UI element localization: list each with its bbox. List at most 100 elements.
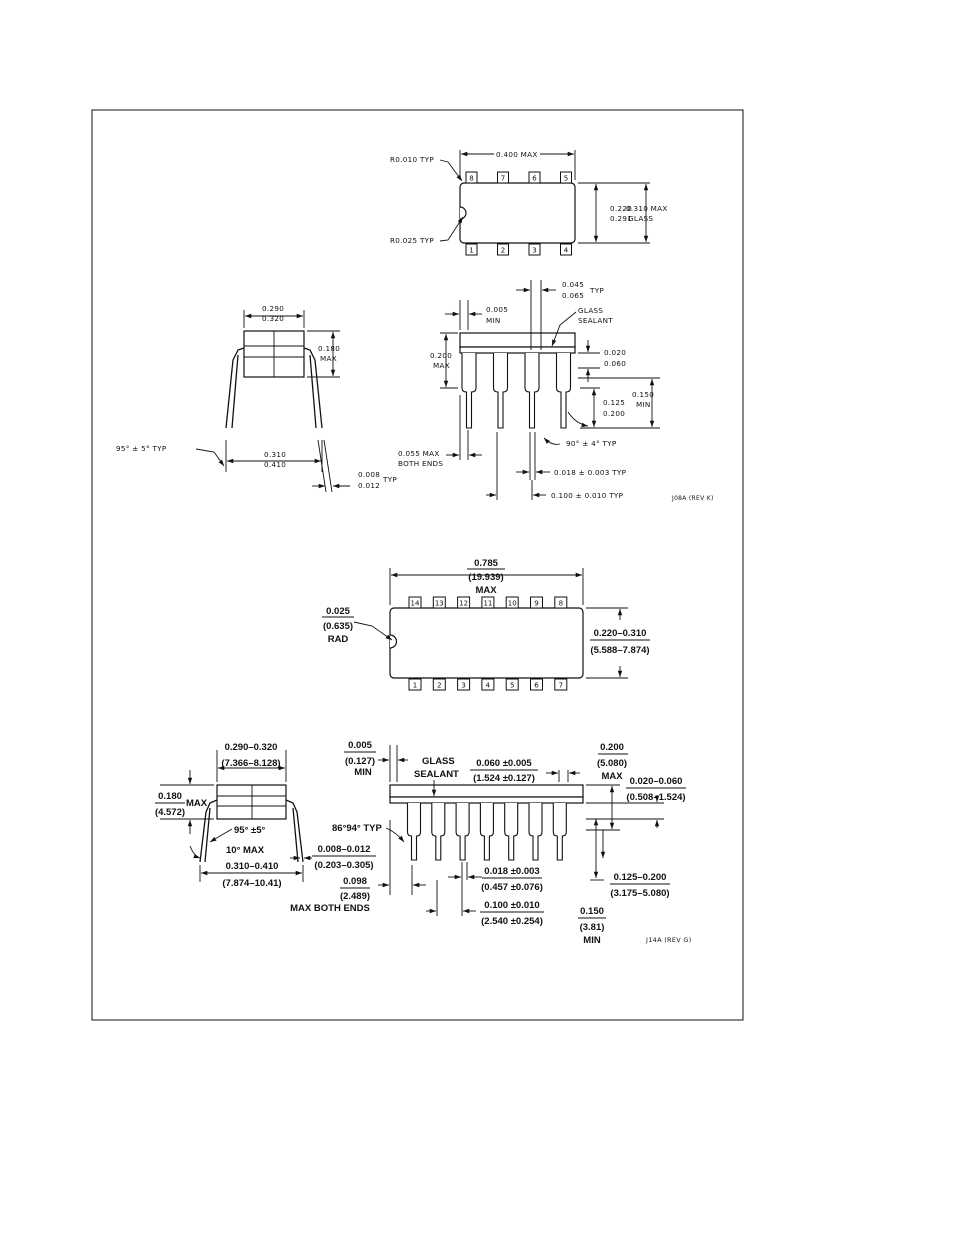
- dim-height-max-note: GLASS: [628, 214, 653, 223]
- dim-end-spread-a: 0.310: [264, 450, 286, 459]
- j14a-end-view: 0.290–0.320 (7.366–8.128) 0.180 (4.572) …: [155, 742, 376, 889]
- j08a-end-view: 0.290 0.320 0.180 MAX 95° ± 5° TYP 0.310…: [116, 304, 397, 493]
- dim-end-height-a: 0.180: [318, 344, 340, 353]
- dim-s14-offset-b: (0.127): [345, 756, 375, 767]
- dim-s14-lead-pitch-a: 0.100 ±0.010: [484, 900, 539, 911]
- dim-lead-width: 0.018 ± 0.003 TYP: [554, 468, 627, 477]
- lead: [555, 353, 572, 429]
- dim-seat-b: MIN: [636, 400, 651, 409]
- j14a-body-outline: [389, 607, 584, 679]
- dim-lead-angle: 90° ± 4° TYP: [566, 439, 617, 448]
- pin-box: [465, 171, 478, 184]
- pin-box: [560, 243, 572, 256]
- dim-standoff-b: 0.060: [604, 359, 626, 368]
- dim-end14-thk-b: (0.203–0.305): [314, 860, 373, 871]
- dim-s14-lead-len-b: (3.175–5.080): [610, 888, 669, 899]
- pin-box: [554, 678, 568, 691]
- pin-number: 3: [532, 247, 536, 255]
- pin-box: [505, 596, 519, 609]
- pin-number: 12: [459, 600, 468, 608]
- dim-s14-sealant-a: GLASS: [422, 756, 455, 767]
- lead: [461, 353, 477, 429]
- pin-box: [432, 596, 446, 609]
- pin-box: [560, 171, 572, 184]
- dim-width-b: (5.588–7.874): [590, 645, 649, 656]
- dim-s14-lead-pitch-b: (2.540 ±0.254): [481, 916, 543, 927]
- pin-number: 5: [564, 175, 568, 183]
- dim-s14-offset-c: MIN: [354, 767, 372, 778]
- lead: [406, 803, 422, 861]
- pin-box: [505, 678, 519, 691]
- dim-end14-spread-a: 0.310–0.410: [226, 861, 279, 872]
- pin-box: [554, 596, 568, 609]
- pin-box: [530, 678, 543, 691]
- pin-box: [408, 596, 422, 609]
- dim-s14-end-a: 0.098: [343, 876, 367, 887]
- dim-height-b: 0.291: [610, 214, 632, 223]
- dim-offset-b: MIN: [486, 316, 501, 325]
- lead: [431, 803, 446, 861]
- dim-sealant-b: SEALANT: [578, 316, 613, 325]
- dim-len-b: (19.939): [468, 572, 503, 583]
- dim-len-a: 0.785: [474, 558, 498, 569]
- lead: [479, 803, 494, 861]
- dim-s14-end-b: (2.489): [340, 891, 370, 902]
- dim-offset-a: 0.005: [486, 305, 508, 314]
- dim-height-max: 0.310 MAX: [626, 204, 668, 213]
- dim-end-spread-b: 0.410: [264, 460, 286, 469]
- dim-end14-angle: 95° ±5°: [234, 825, 266, 836]
- dim-end-width-b: 0.320: [262, 314, 284, 323]
- pin-box: [457, 678, 471, 691]
- dim-end-width-a: 0.290: [262, 304, 284, 313]
- pin-number: 6: [534, 682, 539, 690]
- dim-standoff-a: 0.020: [604, 348, 626, 357]
- lead: [504, 803, 519, 861]
- pin-number: 1: [413, 682, 417, 690]
- dim-s14-standoff-a: 0.020–0.060: [630, 776, 683, 787]
- lead: [455, 803, 470, 861]
- dim-s14-seat-a: 0.150: [580, 906, 604, 917]
- dim-corner-radius: R0.010 TYP: [390, 155, 434, 164]
- revision-j08a: J08A (REV K): [671, 495, 714, 502]
- dim-s14-lead-w-b: (0.457 ±0.076): [481, 882, 543, 893]
- dim-s14-height-b: (5.080): [597, 758, 627, 769]
- dim-s14-seat-c: MIN: [583, 935, 601, 946]
- dim-width-a: 0.220–0.310: [594, 628, 647, 639]
- pin-box: [497, 171, 509, 184]
- dim-lead-pitch: 0.100 ± 0.010 TYP: [551, 491, 624, 500]
- dim-end-angle: 95° ± 5° TYP: [116, 444, 167, 453]
- lead: [552, 803, 567, 861]
- pin-number: 7: [559, 682, 563, 690]
- dim-seat-a: 0.150: [632, 390, 654, 399]
- dim-end-a: 0.055 MAX: [398, 449, 440, 458]
- pin-box: [465, 243, 478, 256]
- dim-s14-standoff-b: (0.508–1.524): [626, 792, 685, 803]
- dim-end14-width-b: (7.366–8.128): [221, 758, 280, 769]
- pin-box: [528, 171, 541, 184]
- pin-number: 9: [534, 600, 538, 608]
- pin-box: [481, 596, 495, 609]
- dim-notch-radius: R0.025 TYP: [390, 236, 434, 245]
- dim-pitch-a: 0.045: [562, 280, 584, 289]
- dim-end14-width-a: 0.290–0.320: [225, 742, 278, 753]
- pin-box: [530, 596, 543, 609]
- pin-box: [408, 678, 422, 691]
- j08a-body-outline: [459, 182, 576, 244]
- pin-number: 7: [501, 175, 505, 183]
- dim-lead-thk-typ: TYP: [382, 475, 397, 484]
- pin-number: 5: [510, 682, 514, 690]
- dim-lead-len-a: 0.125: [603, 398, 625, 407]
- dim-s14-sealant-b: SEALANT: [414, 769, 459, 780]
- dim-end-height-b: MAX: [320, 354, 337, 363]
- dim-s14-pitch-a: 0.060 ±0.005: [476, 758, 532, 769]
- pin-number: 6: [532, 175, 537, 183]
- dim-end14-height-max: MAX: [186, 798, 208, 809]
- dim-side-height-b: MAX: [433, 361, 450, 370]
- dim-width-max: 0.400 MAX: [496, 150, 538, 159]
- pin-number: 13: [435, 600, 444, 608]
- pin-number: 8: [559, 600, 563, 608]
- pin-box: [432, 678, 446, 691]
- dim-s14-lead-angle: 86°94° TYP: [332, 823, 383, 834]
